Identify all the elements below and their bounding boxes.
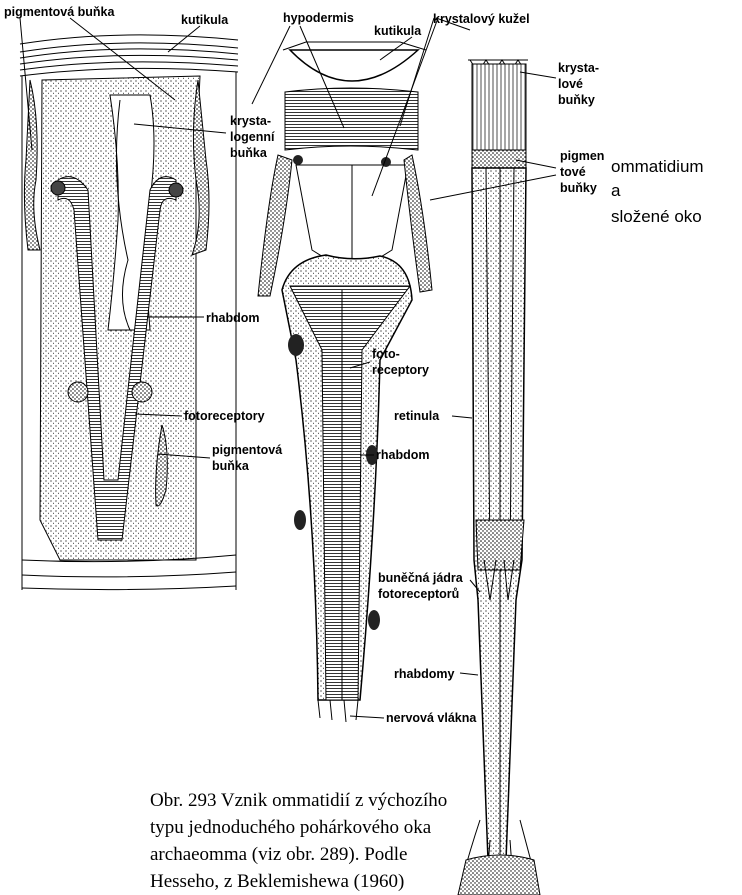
label-pigmentova-bunka-top: pigmentová buňka	[4, 5, 115, 19]
label-kutikula-left: kutikula	[181, 13, 229, 27]
label-pigmentova-bunka-low-1: pigmentová	[212, 443, 282, 457]
label-krystalove-bunky-2: lové	[558, 77, 583, 91]
label-rhabdomy: rhabdomy	[394, 667, 454, 681]
side-title-line3: složené oko	[611, 207, 702, 226]
right-compound-eye-figure	[458, 60, 540, 895]
middle-ommatidium-figure	[258, 42, 432, 722]
caption-line3: archaeomma (viz obr. 289). Podle	[150, 844, 407, 865]
label-krystalove-bunky-3: buňky	[558, 93, 595, 107]
label-krystalove-bunky-1: krysta-	[558, 61, 599, 75]
side-title-line2: a	[611, 181, 621, 200]
label-pigmentove-bunky-1: pigmen	[560, 149, 604, 163]
label-pigmentove-bunky-2: tové	[560, 165, 586, 179]
label-pigmentova-bunka-low-2: buňka	[212, 459, 250, 473]
caption-line4: Hesseho, z Beklemishewa (1960)	[150, 871, 404, 892]
label-hypodermis: hypodermis	[283, 11, 354, 25]
label-fotoreceptory-left: fotoreceptory	[184, 409, 265, 423]
figure-caption: Obr. 293 Vznik ommatidií z výchozího typ…	[150, 790, 447, 892]
label-krystalogenni-3: buňka	[230, 146, 268, 160]
label-jadra-1: buněčná jádra	[378, 571, 464, 585]
label-fotoreceptory-mid-2: receptory	[372, 363, 429, 377]
label-rhabdom-mid: rhabdom	[376, 448, 429, 462]
caption-line2: typu jednoduchého pohárkového oka	[150, 817, 432, 838]
side-title-line1: ommatidium	[611, 157, 704, 176]
label-krystalogenni-1: krysta-	[230, 114, 271, 128]
label-kutikula-mid: kutikula	[374, 24, 422, 38]
side-title: ommatidium a složené oko	[611, 157, 704, 226]
label-pigmentove-bunky-3: buňky	[560, 181, 597, 195]
label-nervova-vlakna: nervová vlákna	[386, 711, 477, 725]
label-krystalogenni-2: logenní	[230, 130, 275, 144]
label-jadra-2: fotoreceptorů	[378, 587, 459, 601]
caption-line1: Obr. 293 Vznik ommatidií z výchozího	[150, 790, 447, 811]
label-krystalovy-kuzel: krystalový kužel	[433, 12, 530, 26]
label-rhabdom-left: rhabdom	[206, 311, 259, 325]
label-fotoreceptory-mid-1: foto-	[372, 347, 400, 361]
label-retinula: retinula	[394, 409, 440, 423]
